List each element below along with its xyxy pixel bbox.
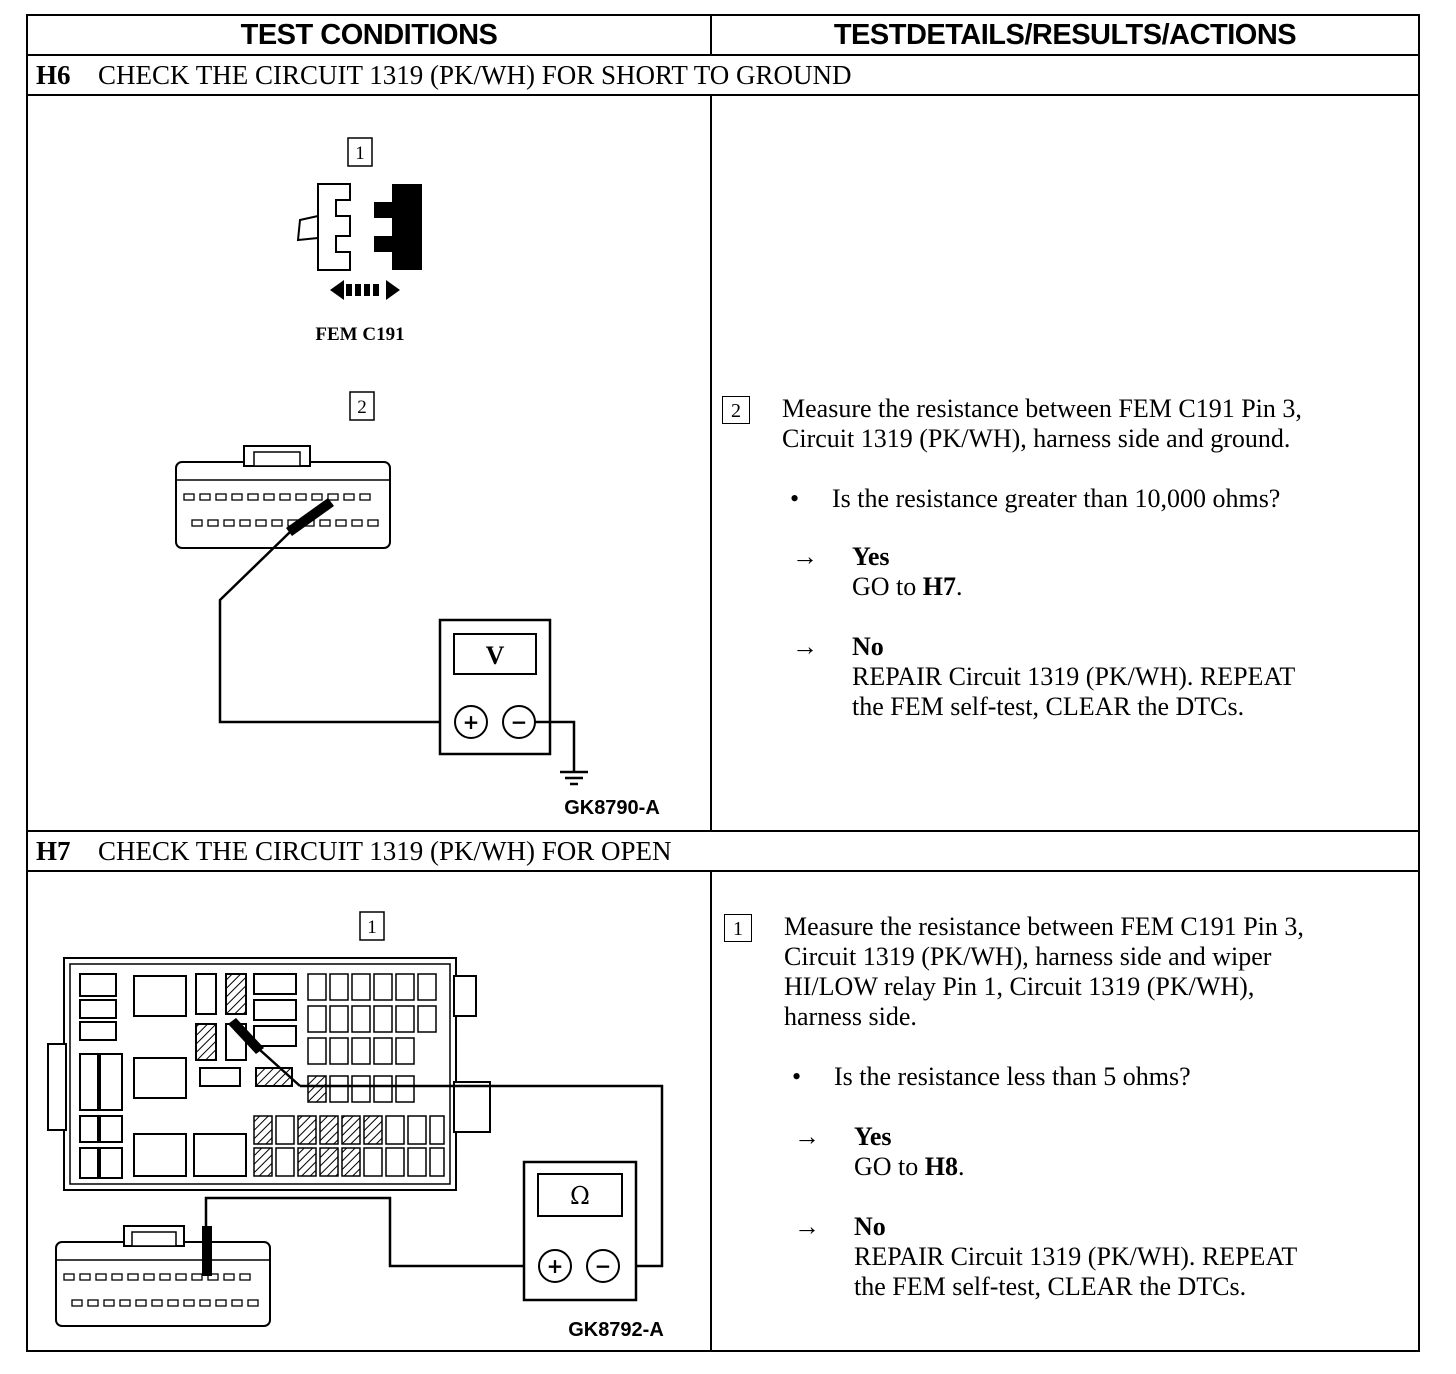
h7-instruction-line3: HI/LOW relay Pin 1, Circuit 1319 (PK/WH)… [784,972,1255,1001]
h7-meter-plus-jack [538,1249,572,1283]
h7-meter-symbol: Ω [570,1182,590,1210]
h6-probe [286,498,334,536]
h6-no-arrow-icon: → [792,632,818,661]
h6-yes-arrow-icon: → [792,542,818,571]
h6-ground-wire [535,720,576,772]
h7-question: Is the resistance less than 5 ohms? [834,1062,1191,1091]
step-h6-title-cell: H6 CHECK THE CIRCUIT 1319 (PK/WH) FOR SHO… [26,54,1420,96]
h7-instruction-line1: Measure the resistance between FEM C191 … [784,912,1304,941]
h7-connector-wire [204,1196,538,1268]
h7-no-line2: the FEM self-test, CLEAR the DTCs. [854,1272,1247,1301]
h7-details-cell: 1 Measure the resistance between FEM C19… [710,870,1420,1352]
h6-details-cell: 2 Measure the resistance between FEM C19… [710,94,1420,832]
h7-no-line1: REPAIR Circuit 1319 (PK/WH). REPEAT [854,1242,1298,1271]
diagnostic-table: TEST CONDITIONS TESTDETAILS/RESULTS/ACTI… [26,14,1420,1352]
h7-yes-post: . [958,1152,965,1181]
step-h6-content-row: 1 FEM C191 2 [26,94,1420,832]
h7-detail-instruction: Measure the resistance between FEM C191 … [784,912,1304,1032]
h6-figure-cell: 1 FEM C191 2 [26,94,712,832]
h7-meter-minus-jack [586,1249,620,1283]
header-test-details: TESTDETAILS/RESULTS/ACTIONS [710,14,1420,56]
h7-no-block: No REPAIR Circuit 1319 (PK/WH). REPEAT t… [854,1212,1297,1302]
step-h6-row: H6 CHECK THE CIRCUIT 1319 (PK/WH) FOR SHO… [26,54,1420,96]
h7-figure: 1 [47,911,664,1341]
h7-figure-code: GK8792-A [568,1319,664,1341]
step-h7-title-cell: H7 CHECK THE CIRCUIT 1319 (PK/WH) FOR OPE… [26,830,1420,872]
h6-question-bullet: • [790,484,800,513]
h6-meter-display [453,633,537,675]
h7-meter-plus: + [547,1254,564,1278]
h7-step1-number: 1 [367,917,377,938]
h6-connector-male [374,184,422,270]
h6-detail-step-box: 2 [722,396,750,424]
h7-relay-wire [300,1084,664,1268]
h6-no-line2: the FEM self-test, CLEAR the DTCs. [852,692,1245,721]
h7-yes-label: Yes [854,1122,892,1151]
h7-instruction-line4: harness side. [784,1002,917,1031]
h7-instruction-line2: Circuit 1319 (PK/WH), harness side and w… [784,942,1272,971]
h7-relay-probe [228,1018,264,1054]
h7-yes-action: GO to H8. [854,1152,965,1182]
header-row: TEST CONDITIONS TESTDETAILS/RESULTS/ACTI… [26,14,1420,56]
fuse-junction-box [47,957,491,1191]
h6-meter-plus-jack [454,705,488,739]
h6-yes-block: Yes GO to H7. [852,542,963,602]
h6-probe-wire [218,531,460,724]
h7-meter-display [537,1173,623,1217]
h6-instruction-line1: Measure the resistance between FEM C191 … [782,394,1302,423]
h7-yes-target: H8 [924,1152,959,1181]
step-h7-title: CHECK THE CIRCUIT 1319 (PK/WH) FOR OPEN [98,836,672,866]
h7-yes-block: Yes GO to H8. [854,1122,965,1182]
h6-yes-post: . [956,572,963,601]
h7-relay-probe-lead [259,1049,301,1087]
h6-figure: 1 FEM C191 2 [175,137,660,819]
h6-meter-plus: + [463,710,480,734]
h7-harness-connector [55,1225,271,1327]
h6-connector-label: FEM C191 [315,324,404,345]
h7-yes-pre: GO to [854,1152,925,1181]
h6-step1-number: 1 [355,143,365,164]
h6-instruction-line2: Circuit 1319 (PK/WH), harness side and g… [782,424,1291,453]
h7-figure-cell: 1 [26,870,712,1352]
h7-question-bullet: • [792,1062,802,1091]
step-h6-id: H6 [36,60,71,90]
step-h7-id: H7 [36,836,71,866]
h6-no-line1: REPAIR Circuit 1319 (PK/WH). REPEAT [852,662,1296,691]
h6-question: Is the resistance greater than 10,000 oh… [832,484,1281,513]
h7-no-label: No [854,1212,886,1241]
h6-harness-connector [175,445,391,549]
h6-yes-label: Yes [852,542,890,571]
h6-step2-box [349,391,375,421]
h7-no-arrow-icon: → [794,1212,820,1241]
header-test-conditions: TEST CONDITIONS [26,14,712,56]
step-h7-row: H7 CHECK THE CIRCUIT 1319 (PK/WH) FOR OPE… [26,830,1420,872]
h6-step1-box [347,137,373,167]
step-h7-content-row: 1 [26,870,1420,1352]
h6-connector-latch [296,215,319,242]
h6-meter-symbol: V [486,641,505,670]
h7-connector-probe [202,1226,212,1276]
h6-no-block: No REPAIR Circuit 1319 (PK/WH). REPEAT t… [852,632,1295,722]
h6-yes-target: H7 [922,572,957,601]
h6-separate-arrow-icon [330,280,400,300]
h6-connector-female [317,183,351,271]
h6-figure-code: GK8790-A [564,797,660,819]
h7-detail-step-box: 1 [724,914,752,942]
h6-meter-minus: − [511,710,528,734]
h6-step2-number: 2 [357,397,367,418]
diagnostic-page: TEST CONDITIONS TESTDETAILS/RESULTS/ACTI… [26,14,1420,1352]
ground-icon [560,770,588,786]
h6-yes-pre: GO to [852,572,923,601]
h7-yes-arrow-icon: → [794,1122,820,1151]
h6-detail-instruction: Measure the resistance between FEM C191 … [782,394,1302,454]
h7-step1-box [359,911,385,941]
h7-meter-minus: − [595,1254,612,1278]
h6-no-label: No [852,632,884,661]
h6-yes-action: GO to H7. [852,572,963,602]
step-h6-title: CHECK THE CIRCUIT 1319 (PK/WH) FOR SHORT… [98,60,852,90]
